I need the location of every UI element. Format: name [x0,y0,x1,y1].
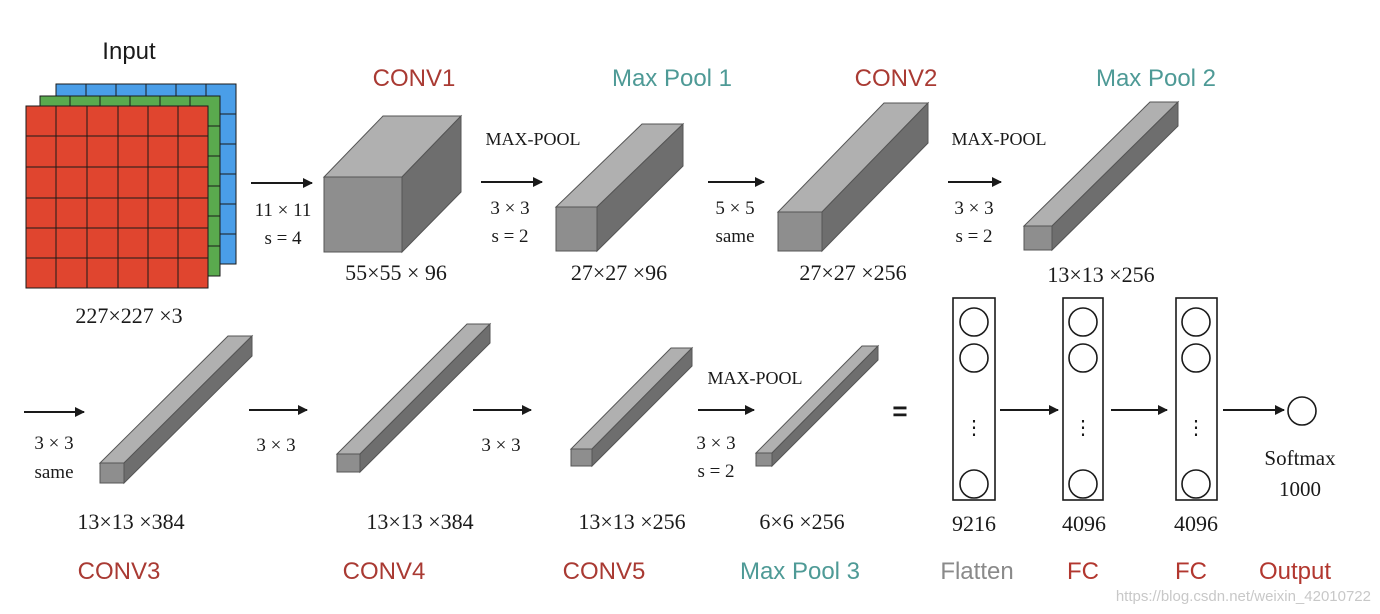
flatten-neuron [959,469,989,499]
fc1-layer: ⋮ [1062,297,1104,501]
conv2-volume [776,101,930,253]
op8-kernel: 3 × 3 [696,433,735,454]
op4-stride: s = 2 [955,226,992,247]
title-conv5: CONV5 [563,558,646,585]
title-fc2: FC [1175,558,1207,585]
op5-kernel: 3 × 3 [34,433,73,454]
conv3-volume [98,334,254,485]
fc2-neuron [1181,343,1211,373]
op2-stride: s = 2 [491,226,528,247]
flatten-ellipsis: ⋮ [964,417,984,439]
op1-stride: s = 4 [264,228,302,249]
input-volume [25,83,237,289]
equals-sign: = [892,396,907,426]
title-conv1: CONV1 [373,65,456,92]
title-output: Output [1259,558,1331,585]
op7-kernel: 3 × 3 [481,435,520,456]
dim-pool2: 13×13 ×256 [1047,262,1154,287]
op2-kernel: 3 × 3 [490,198,529,219]
dim-fc1: 4096 [1062,511,1106,536]
op8-label: MAX-POOL [707,368,802,388]
fc1-neuron [1068,469,1098,499]
flatten-neuron [959,307,989,337]
dim-conv5: 13×13 ×256 [578,509,685,534]
fc2-layer: ⋮ [1175,297,1218,501]
dim-pool3: 6×6 ×256 [759,509,844,534]
op4-label: MAX-POOL [951,129,1046,149]
dim-conv2: 27×27 ×256 [799,260,906,285]
fc1-neuron [1068,307,1098,337]
title-fc1: FC [1067,558,1099,585]
title-maxpool1: Max Pool 1 [612,65,732,92]
pool3-volume [754,344,880,468]
op2-label: MAX-POOL [485,129,580,149]
fc1-neuron [1068,343,1098,373]
dim-conv3: 13×13 ×384 [77,509,184,534]
flatten-neuron [959,343,989,373]
op5-padding: same [34,462,73,483]
fc2-neuron [1181,469,1211,499]
softmax-size: 1000 [1279,477,1321,501]
watermark: https://blog.csdn.net/weixin_42010722 [1116,588,1371,605]
flatten-layer: ⋮ [952,297,996,501]
fc2-ellipsis: ⋮ [1186,417,1206,439]
dim-conv1: 55×55 × 96 [345,260,447,285]
pool1-volume [554,122,685,253]
title-flatten: Flatten [940,558,1013,585]
op3-padding: same [715,226,754,247]
title-conv4: CONV4 [343,558,426,585]
fc1-ellipsis: ⋮ [1073,417,1093,439]
softmax-label: Softmax [1264,446,1336,470]
fc2-neuron [1181,307,1211,337]
conv1-volume [322,114,463,254]
conv5-volume [569,346,694,468]
title-conv3: CONV3 [78,558,161,585]
conv4-volume [335,322,492,474]
pool2-volume [1022,100,1180,252]
title-conv2: CONV2 [855,65,938,92]
op3-kernel: 5 × 5 [715,198,754,219]
output-neuron [1287,396,1317,426]
op8-stride: s = 2 [697,461,734,482]
dim-pool1: 27×27 ×96 [571,260,667,285]
op4-kernel: 3 × 3 [954,198,993,219]
dim-flatten: 9216 [952,511,996,536]
title-maxpool2: Max Pool 2 [1096,65,1216,92]
title-input: Input [102,38,156,65]
op6-kernel: 3 × 3 [256,435,295,456]
dim-fc2: 4096 [1174,511,1218,536]
dim-input: 227×227 ×3 [75,303,182,328]
input-red-channel [25,105,209,289]
op1-kernel: 11 × 11 [255,200,312,221]
dim-conv4: 13×13 ×384 [366,509,473,534]
title-maxpool3: Max Pool 3 [740,558,860,585]
